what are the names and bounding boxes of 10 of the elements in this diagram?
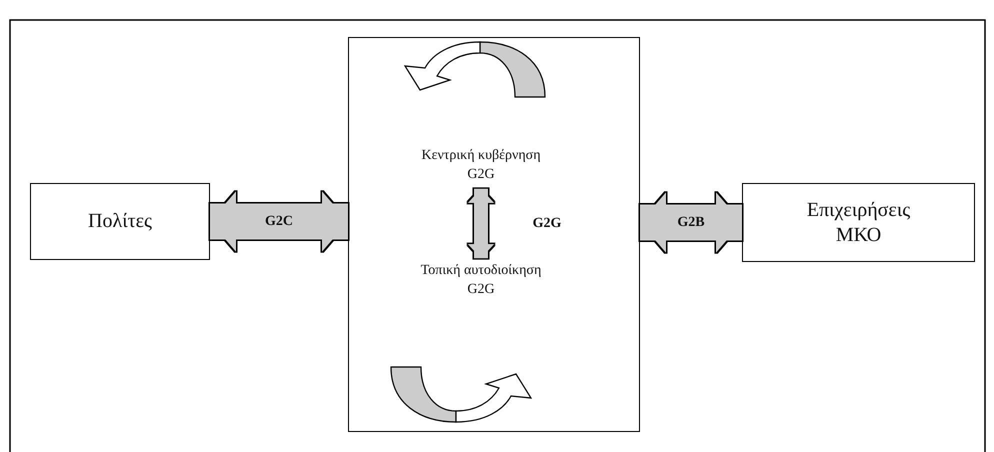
node-label: Τοπική αυτοδιοίκηση G2G [420, 262, 542, 299]
box-label: Επιχειρήσεις ΜΚΟ [806, 198, 912, 248]
process-box [742, 183, 975, 262]
double-block-arrow [640, 192, 742, 252]
process-box [30, 183, 210, 260]
box-label: Πολίτες [88, 209, 152, 234]
double-block-arrow [210, 192, 348, 252]
group-box [348, 37, 640, 432]
node-label: Κεντρική κυβέρνηση G2G [420, 147, 542, 184]
double-block-arrow [468, 188, 494, 258]
